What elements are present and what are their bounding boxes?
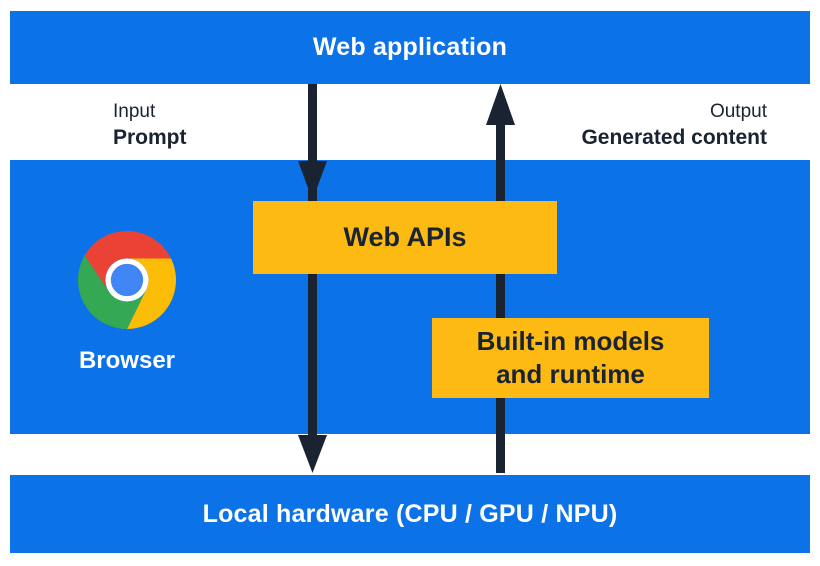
input-flow-arrowhead-into-hardware [298,435,327,473]
output-value-label: Generated content [581,126,767,149]
local-hardware-label: Local hardware (CPU / GPU / NPU) [202,499,618,528]
browser-identity: Browser [37,231,217,375]
chrome-logo-icon [78,231,176,329]
output-label: Output [709,101,767,122]
built-in-models-label-line2: and runtime [496,359,645,389]
built-in-models-label-line1: Built-in models [476,326,665,356]
web-application-bar: Web application [10,11,810,84]
output-label-group: Output Generated content [581,99,767,151]
browser-label: Browser [78,347,176,374]
output-flow-arrowhead-into-web-application [486,84,515,125]
built-in-models-box: Built-in models and runtime [432,318,709,398]
output-flow-arrow-line [496,122,505,473]
local-hardware-bar: Local hardware (CPU / GPU / NPU) [10,475,810,553]
input-label: Input [113,101,156,122]
input-label-group: Input Prompt [113,99,187,151]
web-apis-label: Web APIs [343,222,467,252]
input-value-label: Prompt [113,126,187,149]
web-application-label: Web application [312,33,508,61]
web-apis-box: Web APIs [253,201,557,274]
